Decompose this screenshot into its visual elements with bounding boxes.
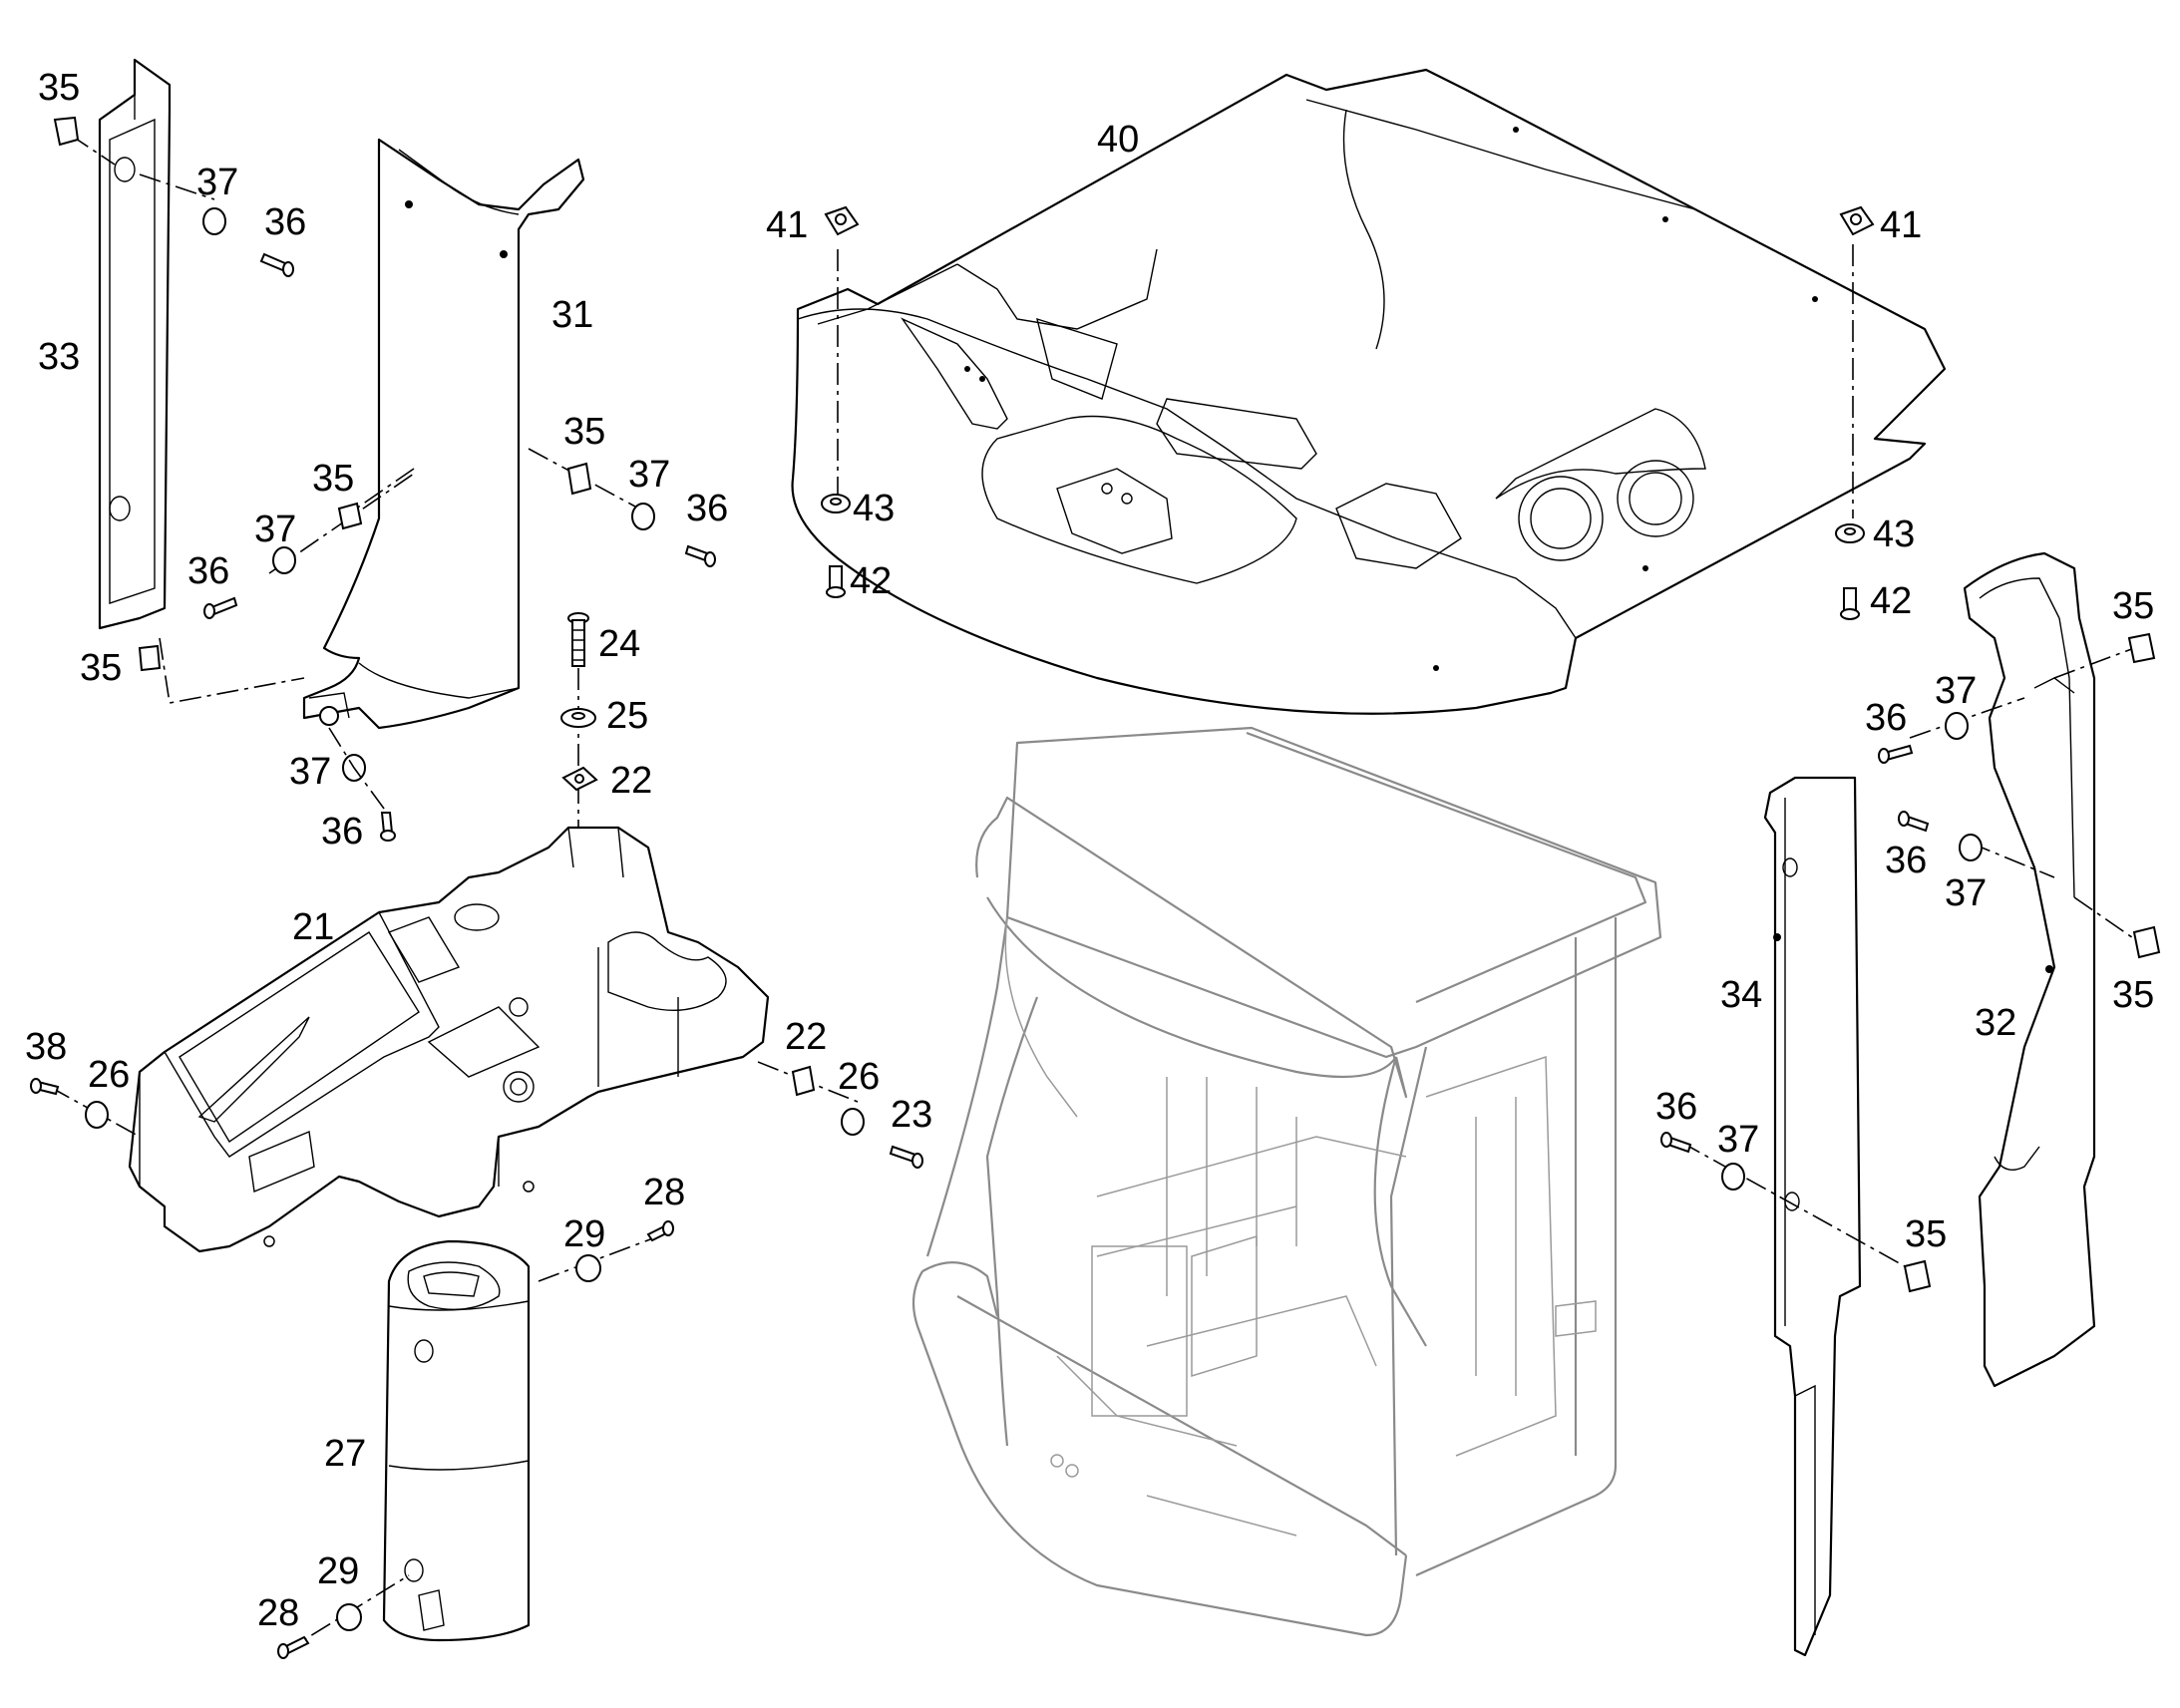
part-41-nut-left xyxy=(824,205,860,236)
label-43: 43 xyxy=(1873,513,1915,555)
label-29: 29 xyxy=(563,1213,605,1255)
part-36-screw-d xyxy=(380,812,396,842)
part-38-screw xyxy=(30,1078,60,1096)
part-35-clip-a xyxy=(53,116,80,147)
label-35: 35 xyxy=(80,647,122,689)
part-28-screw-top xyxy=(646,1220,674,1242)
part-32-pillar-trim xyxy=(1963,551,2096,1388)
part-35-clip-g xyxy=(2132,925,2161,959)
part-40-roof-headliner xyxy=(791,68,1947,715)
label-37: 37 xyxy=(628,454,670,496)
part-36-screw-a xyxy=(259,252,294,277)
part-41-nut-right xyxy=(1839,205,1875,236)
part-26-washer-right xyxy=(841,1108,865,1136)
label-35: 35 xyxy=(2112,585,2154,627)
part-35-clip-f xyxy=(2127,632,2156,664)
part-29-washer-bottom xyxy=(336,1603,362,1631)
part-36-screw-g xyxy=(1898,811,1930,833)
part-35-clip-b xyxy=(337,502,363,530)
label-33: 33 xyxy=(38,336,80,378)
label-22: 22 xyxy=(785,1016,827,1058)
label-32: 32 xyxy=(1975,1002,2016,1044)
part-26-washer-left xyxy=(85,1101,109,1129)
part-42-screw-left xyxy=(826,565,846,598)
label-36: 36 xyxy=(1655,1086,1697,1128)
part-33-pillar-trim xyxy=(98,58,172,630)
label-37: 37 xyxy=(254,509,296,550)
part-35-clip-d xyxy=(138,644,162,672)
callout-labels: 35 37 36 33 31 35 37 36 35 37 36 35 37 3… xyxy=(25,67,2154,1634)
label-35: 35 xyxy=(312,458,354,500)
label-41: 41 xyxy=(1880,204,1922,246)
label-21: 21 xyxy=(292,906,334,948)
part-34-rear-pillar xyxy=(1763,776,1862,1657)
part-36-screw-b xyxy=(203,596,238,619)
label-36: 36 xyxy=(321,811,363,853)
part-36-screw-e xyxy=(1660,1132,1692,1154)
label-35: 35 xyxy=(1905,1213,1947,1255)
label-36: 36 xyxy=(187,550,229,592)
part-25-washer xyxy=(560,708,596,728)
part-42-screw-right xyxy=(1840,587,1860,620)
label-25: 25 xyxy=(606,695,648,737)
part-37-washer-e xyxy=(1721,1163,1745,1191)
label-43: 43 xyxy=(853,488,895,529)
label-28: 28 xyxy=(257,1592,299,1634)
part-22-clip-right xyxy=(791,1065,816,1097)
part-29-washer-top xyxy=(575,1254,601,1282)
part-27-column-cover xyxy=(382,1239,531,1642)
label-41: 41 xyxy=(766,204,808,246)
label-36: 36 xyxy=(1865,697,1907,739)
part-37-washer-g xyxy=(1959,834,1983,861)
label-37: 37 xyxy=(1935,670,1977,712)
label-37: 37 xyxy=(1717,1119,1759,1161)
part-31-front-pillar xyxy=(302,138,585,730)
part-35-clip-e xyxy=(1903,1259,1932,1293)
part-21-console xyxy=(128,826,770,1253)
label-24: 24 xyxy=(598,623,640,665)
label-28: 28 xyxy=(643,1172,685,1213)
part-23-screw xyxy=(889,1145,923,1169)
label-31: 31 xyxy=(551,294,593,336)
label-36: 36 xyxy=(264,201,306,243)
label-35: 35 xyxy=(563,411,605,453)
part-37-washer-a xyxy=(202,207,226,235)
part-37-washer-f xyxy=(1945,712,1969,740)
part-36-screw-c xyxy=(684,544,716,567)
part-37-washer-c xyxy=(631,503,655,530)
label-26: 26 xyxy=(88,1054,130,1096)
part-43-washer-left xyxy=(821,494,851,513)
label-38: 38 xyxy=(25,1026,67,1068)
label-26: 26 xyxy=(838,1056,880,1098)
label-34: 34 xyxy=(1720,974,1762,1016)
label-27: 27 xyxy=(324,1433,366,1475)
label-35: 35 xyxy=(2112,974,2154,1016)
label-36: 36 xyxy=(1885,840,1927,881)
label-37: 37 xyxy=(1945,872,1987,914)
part-28-screw-bottom xyxy=(277,1635,310,1659)
cab-frame xyxy=(911,726,1662,1637)
part-35-clip-c xyxy=(566,462,592,496)
part-43-washer-right xyxy=(1835,523,1865,543)
label-40: 40 xyxy=(1097,119,1139,161)
label-35: 35 xyxy=(38,67,80,109)
label-42: 42 xyxy=(850,560,892,602)
label-37: 37 xyxy=(196,162,238,203)
label-36: 36 xyxy=(686,488,728,529)
label-29: 29 xyxy=(317,1550,359,1592)
label-22: 22 xyxy=(610,760,652,802)
part-37-washer-b xyxy=(272,546,296,574)
part-36-screw-f xyxy=(1878,744,1914,764)
label-23: 23 xyxy=(891,1094,932,1136)
part-24-screw xyxy=(567,612,589,667)
label-37: 37 xyxy=(289,751,331,793)
label-42: 42 xyxy=(1870,580,1912,622)
part-22-clip-top xyxy=(561,766,598,792)
